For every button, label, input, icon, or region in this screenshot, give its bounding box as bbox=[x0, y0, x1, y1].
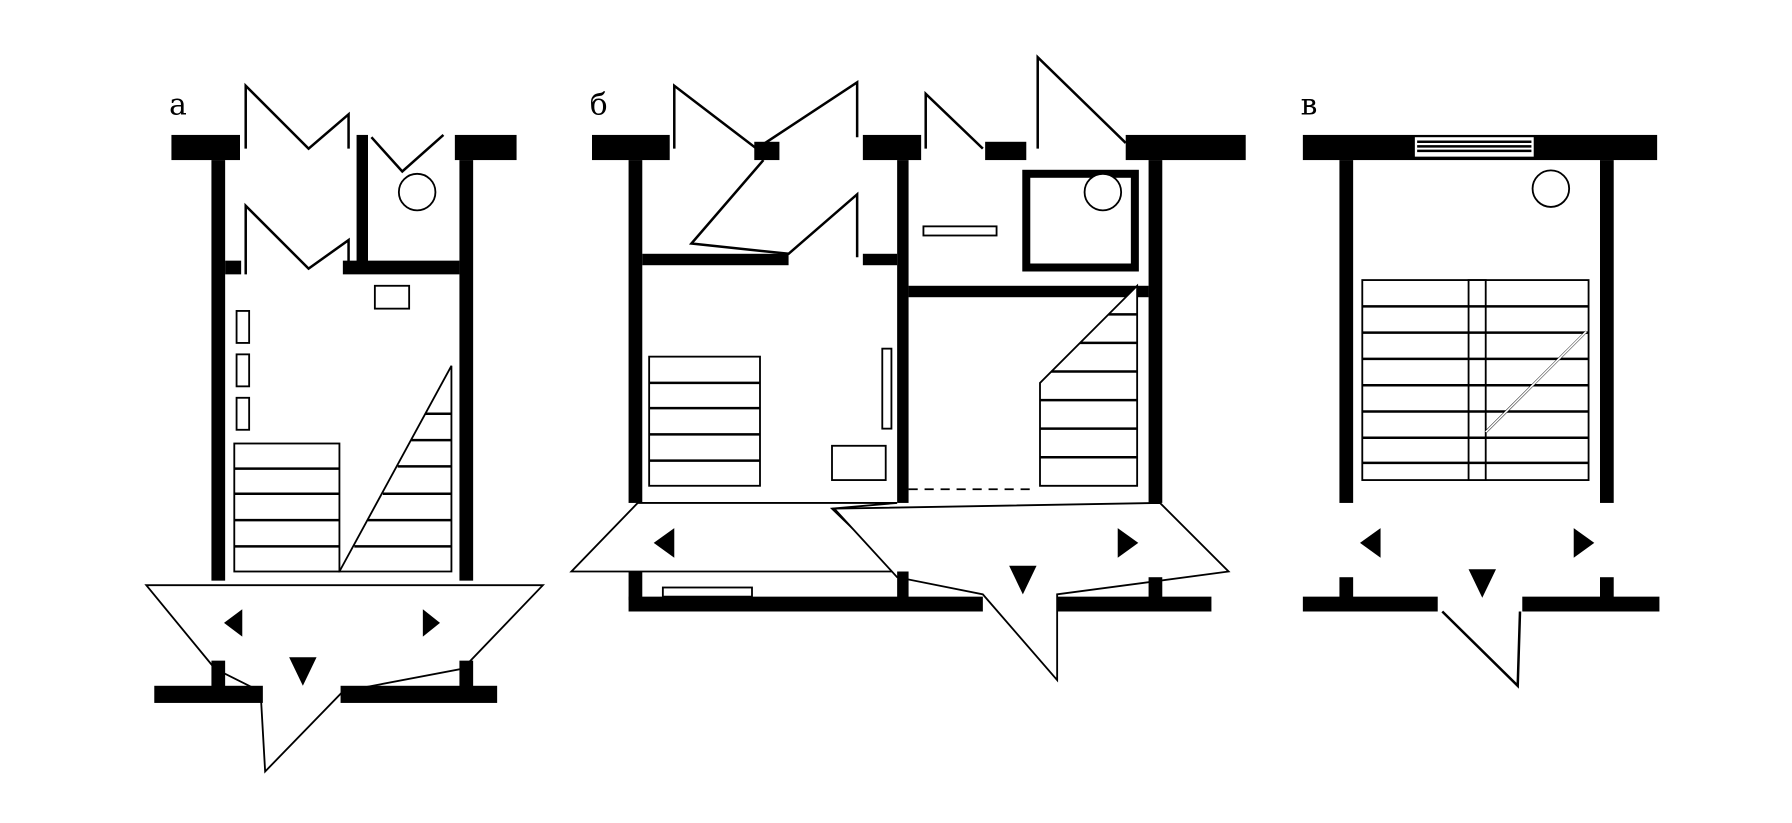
door-swing bbox=[370, 133, 445, 174]
chute-circle bbox=[1083, 172, 1123, 212]
plan-a: а bbox=[144, 82, 546, 774]
door-swing bbox=[673, 80, 859, 151]
stair-flight bbox=[1039, 283, 1139, 487]
fixture bbox=[881, 347, 893, 430]
plan-a-label: а bbox=[169, 87, 187, 122]
door-swing bbox=[244, 202, 350, 275]
wall bbox=[1522, 596, 1660, 612]
fixture bbox=[235, 353, 251, 388]
exit-arrow-shape bbox=[832, 502, 1231, 683]
wall bbox=[1057, 596, 1212, 612]
wall bbox=[1125, 134, 1246, 161]
door-swing bbox=[244, 82, 350, 151]
wall bbox=[897, 571, 909, 601]
wall bbox=[1339, 160, 1354, 503]
wall bbox=[356, 134, 368, 266]
wall bbox=[211, 660, 226, 692]
arrow-left-icon bbox=[224, 609, 243, 637]
wall bbox=[862, 134, 922, 161]
chute-circle bbox=[397, 172, 437, 212]
wall bbox=[454, 134, 517, 161]
wall bbox=[628, 571, 643, 601]
stair-flight bbox=[1361, 279, 1590, 481]
plan-c-label: в bbox=[1301, 87, 1318, 122]
wall bbox=[171, 134, 240, 161]
fixture bbox=[922, 225, 998, 237]
wall bbox=[985, 141, 1027, 161]
arrow-right-icon bbox=[1573, 528, 1595, 558]
chute-circle bbox=[1531, 169, 1571, 208]
stair-flight bbox=[648, 355, 761, 487]
arrow-down-icon bbox=[1009, 565, 1037, 595]
wall bbox=[1148, 160, 1163, 503]
fixture bbox=[235, 396, 251, 431]
arrow-right-icon bbox=[422, 609, 440, 637]
arrow-right-icon bbox=[1117, 528, 1139, 558]
wall bbox=[225, 260, 242, 275]
wall bbox=[1302, 596, 1438, 612]
arrow-left-icon bbox=[1360, 528, 1381, 558]
plan-c: в bbox=[1301, 87, 1660, 689]
door-swing bbox=[924, 90, 984, 150]
wall bbox=[908, 285, 1149, 298]
plan-b-label: б bbox=[590, 87, 608, 122]
arrow-left-icon bbox=[653, 528, 675, 558]
fixture bbox=[661, 586, 753, 598]
wall bbox=[862, 253, 898, 266]
wall bbox=[342, 260, 460, 275]
wall bbox=[1339, 577, 1354, 601]
fixture bbox=[831, 444, 887, 481]
wall bbox=[459, 160, 474, 581]
wall bbox=[154, 685, 263, 703]
fixture bbox=[373, 284, 411, 310]
wall bbox=[459, 660, 474, 692]
arrow-down-icon bbox=[1468, 569, 1496, 598]
wall bbox=[897, 160, 909, 503]
stair-flight bbox=[233, 365, 453, 573]
exit-arrow-shape bbox=[144, 584, 546, 774]
wall bbox=[628, 596, 983, 612]
door-swing bbox=[688, 159, 859, 258]
wall bbox=[642, 253, 789, 266]
window bbox=[1414, 137, 1534, 157]
wall bbox=[1600, 577, 1614, 601]
arrow-down-icon bbox=[289, 657, 317, 686]
wall bbox=[754, 141, 780, 161]
plan-b: б bbox=[569, 54, 1246, 683]
door-swing bbox=[1036, 54, 1127, 149]
wall bbox=[211, 160, 226, 581]
wall bbox=[628, 160, 643, 503]
fixture bbox=[235, 310, 251, 344]
wall bbox=[1148, 577, 1163, 601]
wall bbox=[592, 134, 670, 161]
exit-arrow-shape bbox=[1441, 610, 1522, 689]
wall bbox=[340, 685, 498, 703]
wall bbox=[1600, 160, 1614, 503]
